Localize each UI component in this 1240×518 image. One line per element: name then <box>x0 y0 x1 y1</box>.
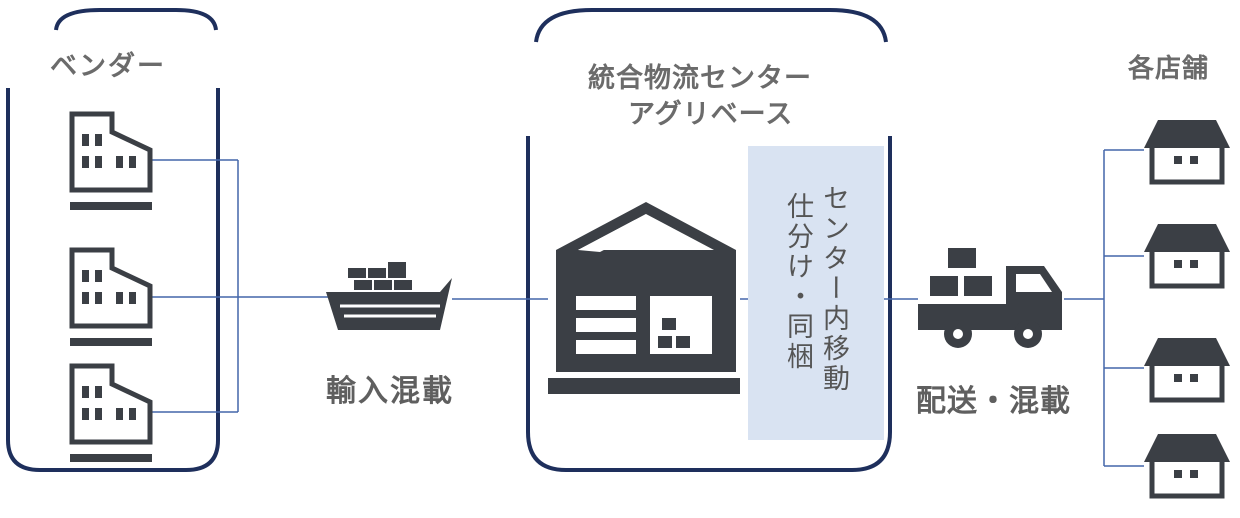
vendor-container <box>6 8 220 472</box>
factory-icon <box>70 114 152 210</box>
store-icon <box>1144 434 1230 496</box>
stores-title: 各店舗 <box>1128 54 1210 84</box>
center-bottom-bracket <box>526 136 892 472</box>
vendor-bottom-bracket <box>6 88 220 472</box>
process-panel <box>748 146 884 440</box>
store-icon <box>1144 338 1230 400</box>
vendor-top-arc <box>54 8 218 31</box>
store-icon <box>1144 224 1230 286</box>
cargo-ship-icon <box>326 262 452 330</box>
center-title-line1: 統合物流センター <box>588 63 812 94</box>
delivery-truck-icon <box>918 248 1062 348</box>
connectors <box>150 149 1144 467</box>
delivery-label: 配送・混載 <box>916 384 1071 419</box>
center-top-arc <box>534 8 888 43</box>
center-title-line2: アグリベース <box>628 99 794 130</box>
center-container <box>526 8 892 472</box>
factory-icon <box>70 366 152 462</box>
process-line1: センター内移動 <box>818 184 849 394</box>
process-line2: 仕分け・同梱 <box>782 192 813 372</box>
factory-icon <box>70 250 152 346</box>
vendor-title: ベンダー <box>50 51 166 82</box>
store-icon <box>1144 120 1230 182</box>
warehouse-icon <box>548 202 740 394</box>
import-label: 輸入混載 <box>326 374 454 409</box>
